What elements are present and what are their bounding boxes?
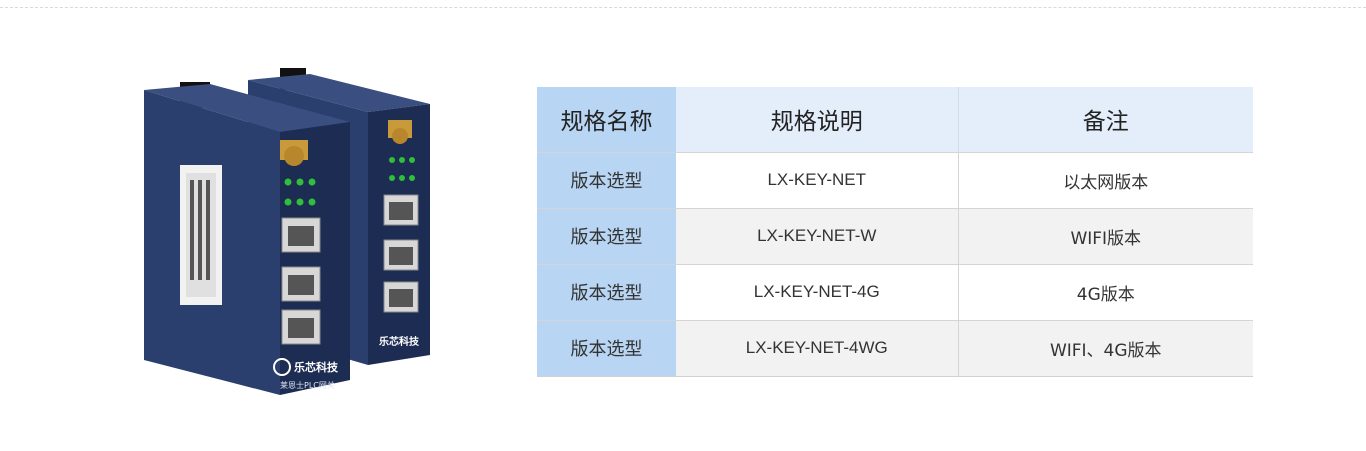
row-name: 版本选型 <box>537 151 676 208</box>
spec-table: 规格名称 规格说明 备注 版本选型 LX-KEY-NET 以太网版本 版本选型 … <box>537 87 1253 377</box>
table-bottom-cell <box>537 375 676 377</box>
svg-text:乐芯科技: 乐芯科技 <box>294 360 339 374</box>
row-name: 版本选型 <box>537 263 676 320</box>
header-note: 备注 <box>958 87 1253 152</box>
row-note: 4G版本 <box>958 263 1253 320</box>
row-spec: LX-KEY-NET <box>676 151 959 208</box>
header-spec-name: 规格名称 <box>537 87 676 152</box>
table-row: 版本选型 LX-KEY-NET 以太网版本 <box>537 151 1253 208</box>
table-bottom-cell <box>958 375 1253 377</box>
table-row: 版本选型 LX-KEY-NET-4G 4G版本 <box>537 263 1253 320</box>
row-note: WIFI、4G版本 <box>958 319 1253 376</box>
table-header-row: 规格名称 规格说明 备注 <box>537 87 1253 152</box>
svg-text:乐芯科技: 乐芯科技 <box>379 335 420 348</box>
row-note: 以太网版本 <box>958 151 1253 208</box>
row-spec: LX-KEY-NET-W <box>676 207 959 264</box>
row-note: WIFI版本 <box>958 207 1253 264</box>
table-bottom-rule <box>537 375 1253 377</box>
row-name: 版本选型 <box>537 207 676 264</box>
table-bottom-cell <box>676 375 958 377</box>
device-front: 乐芯科技 莱恩士PLC网关 <box>144 82 350 395</box>
table-row: 版本选型 LX-KEY-NET-4WG WIFI、4G版本 <box>537 319 1253 376</box>
row-spec: LX-KEY-NET-4WG <box>676 319 959 376</box>
top-dashed-divider <box>0 7 1366 8</box>
svg-text:莱恩士PLC网关: 莱恩士PLC网关 <box>280 380 335 390</box>
product-image: 乐芯科技 <box>130 60 450 405</box>
table-row: 版本选型 LX-KEY-NET-W WIFI版本 <box>537 207 1253 264</box>
header-spec-desc: 规格说明 <box>676 87 959 152</box>
row-spec: LX-KEY-NET-4G <box>676 263 959 320</box>
row-name: 版本选型 <box>537 319 676 376</box>
